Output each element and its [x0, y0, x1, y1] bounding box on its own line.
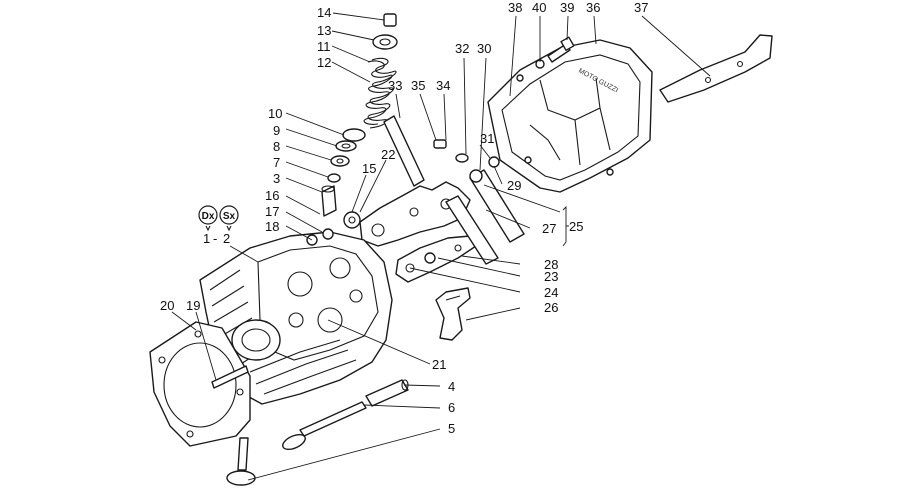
callout-33: 33	[388, 78, 402, 93]
cover-bolt-39	[547, 36, 575, 63]
leader-lines	[171, 12, 711, 481]
side-badge-sx: Sx	[219, 205, 239, 225]
callout-12: 12	[317, 55, 331, 70]
callout-21: 21	[432, 357, 446, 372]
callout-10: 10	[268, 106, 282, 121]
callout-37: 37	[634, 0, 648, 15]
callout-numbers: 14 13 11 12 10 9 8 7 3 16 17 18 22 15 33…	[160, 0, 648, 436]
callout-3: 3	[273, 171, 280, 186]
callout-25: 25	[569, 219, 583, 234]
callout-19: 19	[186, 298, 200, 313]
washer-9	[335, 140, 357, 152]
callout-29: 29	[507, 178, 521, 193]
callout-26: 26	[544, 300, 558, 315]
pushrod-tube-33	[383, 115, 425, 187]
callout-38: 38	[508, 0, 522, 15]
callout-11: 11	[317, 39, 331, 54]
callout-32: 32	[455, 41, 469, 56]
badge-number-left: 1	[203, 231, 210, 246]
small-parts-29-31	[433, 139, 500, 183]
callout-14: 14	[317, 5, 331, 20]
badge-dash: -	[213, 231, 217, 246]
spring-seat-10	[342, 128, 366, 142]
valve-5	[226, 437, 256, 486]
callout-28: 28	[544, 257, 558, 272]
valve-6	[282, 401, 367, 451]
callout-15: 15	[362, 161, 376, 176]
callout-20: 20	[160, 298, 174, 313]
badge-sx-label: Sx	[223, 211, 236, 222]
callout-31: 31	[480, 131, 494, 146]
callout-7: 7	[273, 155, 280, 170]
callout-39: 39	[560, 0, 574, 15]
rocker-support-22	[359, 181, 471, 247]
valve-cover: MOTO GUZZI	[487, 39, 653, 193]
callout-24: 24	[544, 285, 558, 300]
valve-stem-cap-15	[343, 211, 361, 229]
callout-23: 23	[544, 269, 558, 284]
callout-4: 4	[448, 379, 455, 394]
badge-dx-label: Dx	[202, 211, 215, 222]
callout-40: 40	[532, 0, 546, 15]
head-gasket-20	[149, 321, 251, 447]
valve-cap-14	[383, 13, 397, 27]
rocker-arm-23	[395, 235, 477, 283]
badge-number-right: 2	[223, 231, 230, 246]
valve-guide-3	[321, 185, 337, 217]
callout-8: 8	[273, 139, 280, 154]
side-badge-dx: Dx	[198, 205, 218, 225]
callout-18: 18	[265, 219, 279, 234]
callout-6: 6	[448, 400, 455, 415]
callout-27: 27	[542, 221, 556, 236]
callout-34: 34	[436, 78, 450, 93]
valve-guide-4	[365, 379, 409, 407]
bracket-26	[435, 287, 471, 341]
callout-16: 16	[265, 188, 279, 203]
callout-9: 9	[273, 123, 280, 138]
stud-19	[211, 365, 249, 389]
callout-13: 13	[317, 23, 331, 38]
valve-spring-11-12	[363, 57, 397, 129]
callout-36: 36	[586, 0, 600, 15]
washer-8	[330, 155, 350, 167]
callout-22: 22	[381, 147, 395, 162]
callout-5: 5	[448, 421, 455, 436]
cover-bracket-37	[659, 34, 773, 103]
rocker-shafts-27	[445, 169, 525, 265]
spring-retainer-13	[372, 34, 398, 50]
seal-7	[327, 173, 341, 183]
callout-30: 30	[477, 41, 491, 56]
callout-35: 35	[411, 78, 425, 93]
callout-17: 17	[265, 204, 279, 219]
